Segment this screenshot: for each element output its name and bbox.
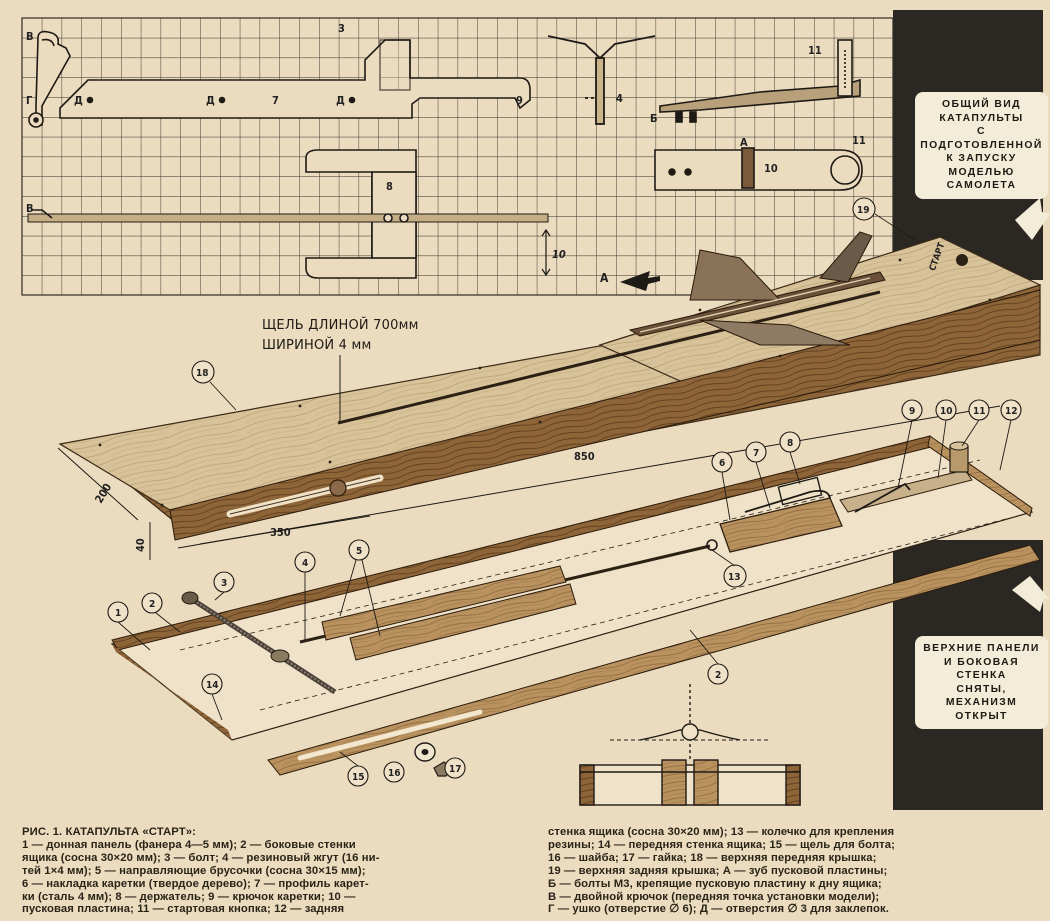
callout-top-line: КАТАПУЛЬТЫ	[939, 112, 1024, 124]
carriage-profile-drawing	[28, 30, 531, 128]
bolt-3	[181, 591, 337, 695]
part-4: 4	[302, 558, 308, 569]
callout-bottom-line: ВЕРХНИЕ ПАНЕЛИ	[923, 643, 1040, 654]
part-12: 12	[1005, 406, 1018, 417]
part-2a: 2	[149, 599, 155, 610]
caption-line: 6 — накладка каретки (твердое дерево); 7…	[22, 877, 369, 890]
caption-line: ящика (сосна 30×20 мм); 3 — болт; 4 — ре…	[22, 851, 380, 864]
caption-line: Б — болты М3, крепящие пусковую пластину…	[548, 877, 882, 890]
caption-line: 1 — донная панель (фанера 4—5 мм); 2 — б…	[22, 838, 356, 851]
dim-850: 850	[574, 450, 595, 463]
grid-label-a: А	[740, 136, 748, 149]
grid-label-10: 10	[764, 162, 778, 175]
caption-line: тей 1×4 мм); 5 — направляющие брусочки (…	[22, 864, 366, 877]
grid-label-7: 7	[272, 94, 279, 107]
start-logo-icon	[956, 254, 968, 266]
callout-top-line: С ПОДГОТОВЛЕННОЙ	[920, 126, 1043, 151]
part-11: 11	[973, 406, 986, 417]
grid-label-d1: Д	[74, 94, 83, 107]
caption-line: В — двойной крючок (передняя точка устан…	[548, 890, 880, 903]
grid-label-d3: Д	[336, 94, 345, 107]
callout-top-line: МОДЕЛЬЮ САМОЛЕТА	[946, 166, 1017, 192]
dim-40: 40	[134, 538, 147, 552]
part-markers: 19 18 1 2 3 4 5 6 7 8 9 10 11 12 13 14 2…	[107, 197, 1022, 787]
caption-line: ки (сталь 4 мм); 8 — держатель; 9 — крюч…	[22, 890, 356, 903]
dim-350: 350	[270, 526, 291, 539]
caption-line: пусковая пластина; 11 — стартовая кнопка…	[22, 903, 345, 916]
grid-label-g: Г	[26, 94, 33, 107]
part-8: 8	[787, 438, 793, 449]
callout-arrows	[1012, 198, 1050, 612]
grid-label-b: Б	[650, 112, 658, 125]
callout-bottom-line: СНЯТЫ, МЕХАНИЗМ	[945, 683, 1018, 709]
caption-line: 16 — шайба; 17 — гайка; 18 — верхняя пер…	[548, 851, 877, 864]
carriage-6	[719, 497, 843, 553]
model-airplane	[628, 231, 886, 346]
callout-open-mechanism: ВЕРХНИЕ ПАНЕЛИ И БОКОВАЯ СТЕНКА СНЯТЫ, М…	[915, 636, 1048, 729]
caption-line: резины; 14 — передняя стенка ящика; 15 —…	[548, 838, 896, 851]
grid-label-3: 3	[338, 22, 345, 35]
slot-700mm	[337, 290, 881, 425]
svg-text:А: А	[600, 271, 609, 285]
fork-drawing	[547, 35, 656, 125]
launch-plate-top-drawing	[654, 147, 863, 191]
guide-bar-5b	[349, 583, 577, 661]
caption-right: стенка ящика (сосна 30×20 мм); 13 — коле…	[548, 826, 1043, 916]
grid-label-v: В	[26, 30, 34, 43]
part-19: 19	[857, 205, 870, 216]
part-18: 18	[196, 368, 209, 379]
caption-left: РИС. 1. КАТАПУЛЬТА «СТАРТ»: 1 — донная п…	[22, 826, 542, 916]
part-15: 15	[352, 772, 365, 783]
caption-line: 19 — верхняя задняя крышка; А — зуб пуск…	[548, 864, 888, 877]
grid-label-8: 8	[386, 180, 393, 193]
slot-annotation-line2: ШИРИНОЙ 4 мм	[262, 338, 372, 353]
dimensions	[57, 405, 1001, 560]
grid-dimension-10	[541, 228, 551, 277]
grid-label-11b: 11	[852, 134, 866, 147]
grid-label-v2: В	[26, 202, 34, 215]
callout-top-line: К ЗАПУСКУ	[946, 153, 1017, 164]
part-17: 17	[449, 764, 462, 775]
side-bolt	[329, 479, 347, 497]
part-5: 5	[356, 546, 362, 557]
dim-200: 200	[92, 481, 114, 506]
launch-plate-side-drawing	[659, 39, 861, 123]
part-1: 1	[115, 608, 121, 619]
part-7: 7	[753, 448, 759, 459]
cross-section	[579, 684, 801, 806]
assembled-catapult: СТАРТ	[58, 231, 1042, 541]
part-9: 9	[909, 406, 915, 417]
part-2b: 2	[715, 670, 721, 681]
part-13: 13	[728, 572, 741, 583]
caption-line: стенка ящика (сосна 30×20 мм); 13 — коле…	[548, 826, 895, 838]
holder-drawing	[27, 149, 549, 279]
caption-title: РИС. 1. КАТАПУЛЬТА «СТАРТ»:	[22, 826, 196, 838]
grid-label-dim10: 10	[552, 248, 566, 261]
grid-label-4: 4	[616, 92, 623, 105]
part-10: 10	[940, 406, 953, 417]
slot-annotation: ЩЕЛЬ ДЛИНОЙ 700мм ШИРИНОЙ 4 мм	[262, 316, 419, 356]
callout-bottom-line: ОТКРЫТ	[955, 710, 1008, 722]
part-6: 6	[719, 458, 725, 469]
callout-general-view: ОБЩИЙ ВИД КАТАПУЛЬТЫ С ПОДГОТОВЛЕННОЙ К …	[915, 92, 1048, 199]
callout-bottom-line: И БОКОВАЯ СТЕНКА	[944, 656, 1019, 682]
slot-annotation-line1: ЩЕЛЬ ДЛИНОЙ 700мм	[262, 318, 419, 333]
part-14: 14	[206, 680, 219, 691]
grid-label-11a: 11	[808, 44, 822, 57]
arrow-a: А	[600, 271, 660, 291]
grid-label-9: 9	[516, 94, 523, 107]
part-3: 3	[221, 578, 227, 589]
caption-line: Г — ушко (отверстие ∅ 6); Д — отверстия …	[548, 903, 890, 916]
callout-top-line: ОБЩИЙ ВИД	[942, 99, 1021, 110]
guide-bar-5a	[321, 565, 567, 641]
leader-lines	[117, 213, 1012, 767]
open-mechanism	[110, 435, 1041, 777]
grid-label-d2: Д	[206, 94, 215, 107]
part-16: 16	[388, 768, 401, 779]
